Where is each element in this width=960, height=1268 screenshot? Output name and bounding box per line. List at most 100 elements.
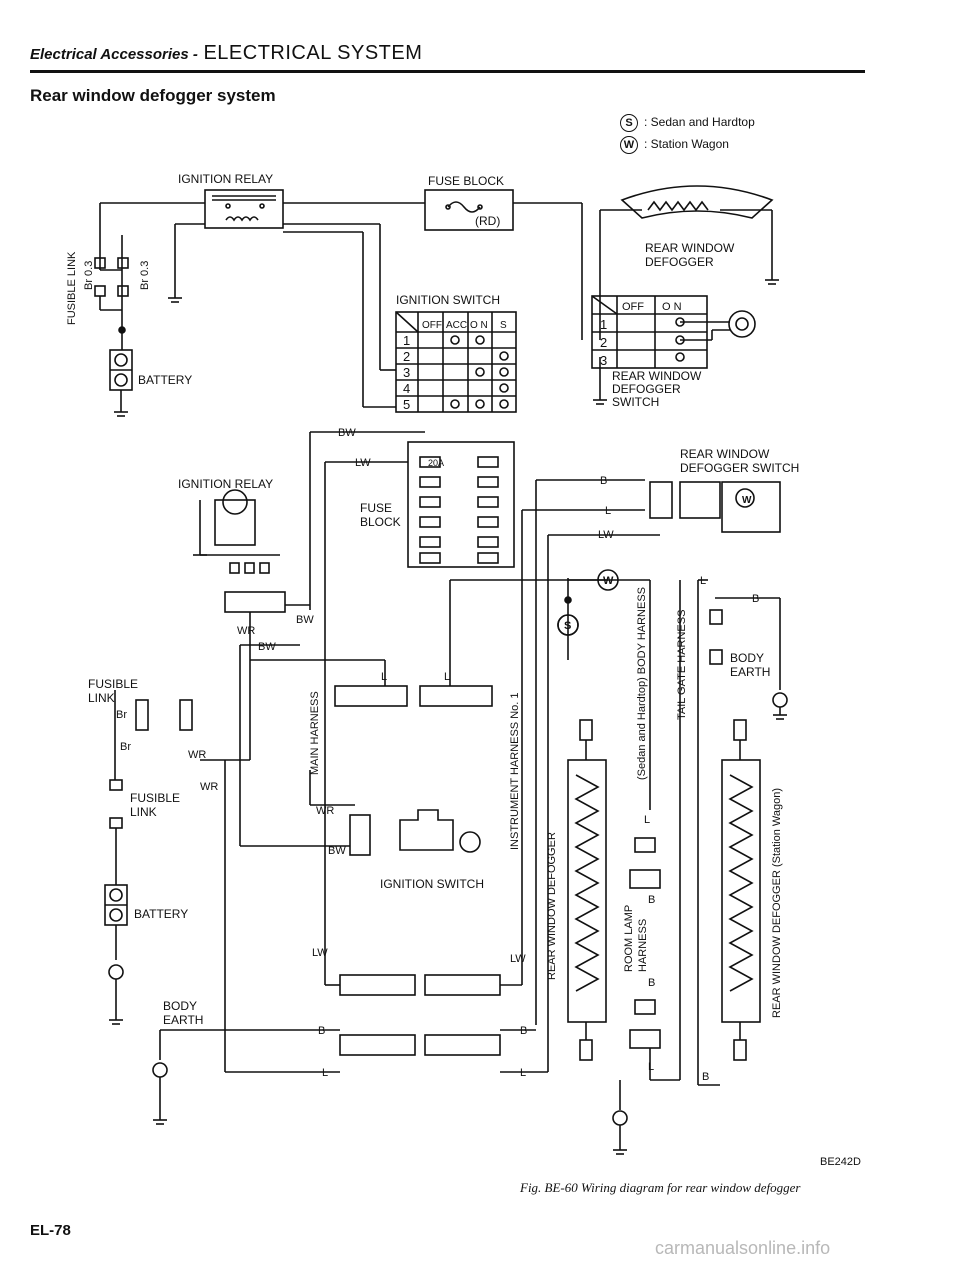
label-rw-switch-1: REAR WINDOW: [612, 369, 702, 383]
wire-bw-1: BW: [338, 427, 356, 439]
page-header: Electrical Accessories - ELECTRICAL SYST…: [30, 42, 422, 65]
table2-row-0: 1: [600, 317, 607, 332]
table1-row-0: 1: [403, 333, 410, 348]
wire-wr-4: WR: [316, 805, 334, 817]
label-body-earth-1: BODY: [163, 999, 197, 1013]
fuse-block-top: [424, 189, 514, 231]
ignition-switch-table: [395, 311, 517, 413]
header-section: Electrical Accessories -: [30, 46, 198, 63]
wire-l-6: L: [644, 814, 650, 826]
label-fuse: FUSE: [360, 501, 392, 515]
table2-row-1: 2: [600, 335, 607, 350]
legend-text-s: : Sedan and Hardtop: [644, 115, 755, 130]
wire-l-2: L: [381, 671, 387, 683]
label-defogger-top: DEFOGGER: [645, 255, 714, 269]
legend-sedan: S : Sedan and Hardtop: [620, 114, 755, 132]
wire-lw-2: LW: [598, 529, 614, 541]
table2-header-0: OFF: [622, 301, 644, 313]
table1-row-1: 2: [403, 349, 410, 364]
label-rwds-2: DEFOGGER SWITCH: [680, 461, 799, 475]
label-rd: (RD): [475, 214, 500, 228]
label-ignition-relay-bottom: IGNITION RELAY: [178, 477, 273, 491]
label-main-harness: MAIN HARNESS: [309, 691, 321, 775]
wire-br-2: Br: [120, 741, 131, 753]
label-rw-switch-2: DEFOGGER: [612, 382, 681, 396]
wire-wr-2: WR: [188, 749, 206, 761]
label-battery-bottom: BATTERY: [134, 907, 188, 921]
label-20a: 20A: [428, 458, 444, 468]
wire-b-5: B: [648, 977, 655, 989]
label-rwds-1: REAR WINDOW: [680, 447, 770, 461]
label-ignition-switch-bottom: IGNITION SWITCH: [380, 877, 484, 891]
wire-l-8: L: [700, 575, 706, 587]
wire-bw-2: BW: [296, 614, 314, 626]
wire-lw-1: LW: [355, 457, 371, 469]
section-title: Rear window defogger system: [30, 86, 276, 105]
wire-br-1: Br: [116, 709, 127, 721]
label-rear-window-top: REAR WINDOW: [645, 241, 735, 255]
table2-header-1: O N: [662, 301, 682, 313]
table1-row-2: 3: [403, 365, 410, 380]
label-rw-switch-3: SWITCH: [612, 395, 659, 409]
wire-lw-4: LW: [510, 953, 526, 965]
wire-b-7: B: [702, 1071, 709, 1083]
main-harness-connector: [334, 685, 408, 707]
table1-header-3: S: [500, 320, 507, 331]
ignition-relay-top: [204, 189, 284, 229]
fuse-block-bottom: [407, 441, 515, 568]
table1-header-0: OFF: [422, 320, 442, 331]
instrument-harness-connector: [419, 685, 493, 707]
label-ignition-switch-top: IGNITION SWITCH: [396, 293, 500, 307]
page-number: EL-78: [30, 1222, 71, 1239]
wire-bw-3: BW: [258, 641, 276, 653]
label-block: BLOCK: [360, 515, 401, 529]
legend-symbol-s: S: [620, 114, 638, 132]
label-link-2: LINK: [130, 805, 157, 819]
label-tail-gate-harness: TAIL GATE HARNESS: [676, 610, 688, 720]
wire-l-7: L: [648, 1061, 654, 1073]
wire-b-2: B: [318, 1025, 325, 1037]
label-rwd-sedan: REAR WINDOW DEFOGGER: [546, 832, 558, 980]
label-battery-top: BATTERY: [138, 373, 192, 387]
wire-wr-3: WR: [200, 781, 218, 793]
label-earth-1: EARTH: [163, 1013, 203, 1027]
wire-l-3: L: [444, 671, 450, 683]
wire-lw-3: LW: [312, 947, 328, 959]
label-room-lamp-2: HARNESS: [637, 919, 649, 972]
table1-header-1: ACC: [446, 320, 467, 331]
label-room-lamp-1: ROOM LAMP: [623, 905, 635, 972]
label-fuse-block-top: FUSE BLOCK: [428, 174, 504, 188]
wire-b-1: B: [600, 475, 607, 487]
label-ignition-relay-top: IGNITION RELAY: [178, 172, 273, 186]
table1-row-3: 4: [403, 381, 410, 396]
label-fusible-1: FUSIBLE: [88, 677, 138, 691]
label-rwd-wagon: REAR WINDOW DEFOGGER (Station Wagon): [771, 788, 783, 1018]
header-rule: [30, 70, 865, 73]
wire-b-3: B: [520, 1025, 527, 1037]
wire-wr-1: WR: [237, 625, 255, 637]
label-br2: Br 0.3: [139, 261, 151, 290]
wire-l-4: L: [322, 1067, 328, 1079]
wire-l-5: L: [520, 1067, 526, 1079]
label-fusible-2: FUSIBLE: [130, 791, 180, 805]
label-body-harness: (Sedan and Hardtop) BODY HARNESS: [636, 587, 648, 780]
legend-symbol-w: W: [620, 136, 638, 154]
header-title: ELECTRICAL SYSTEM: [203, 42, 423, 64]
table1-header-2: O N: [470, 320, 488, 331]
figure-caption: Fig. BE-60 Wiring diagram for rear windo…: [520, 1180, 801, 1195]
label-earth-2: EARTH: [730, 665, 770, 679]
legend-text-w: : Station Wagon: [644, 137, 729, 152]
label-link-1: LINK: [88, 691, 115, 705]
wire-l-1: L: [605, 505, 611, 517]
table2-row-2: 3: [600, 353, 607, 368]
figure-code: BE242D: [820, 1156, 861, 1168]
marker-w-switch: W: [742, 495, 752, 506]
label-fusible-link-vert: FUSIBLE LINK: [66, 251, 78, 325]
label-body-earth-2: BODY: [730, 651, 764, 665]
wire-bw-4: BW: [328, 845, 346, 857]
marker-w: W: [603, 575, 614, 587]
label-br1: Br 0.3: [83, 261, 95, 290]
table1-row-4: 5: [403, 397, 410, 412]
legend-wagon: W : Station Wagon: [620, 136, 729, 154]
